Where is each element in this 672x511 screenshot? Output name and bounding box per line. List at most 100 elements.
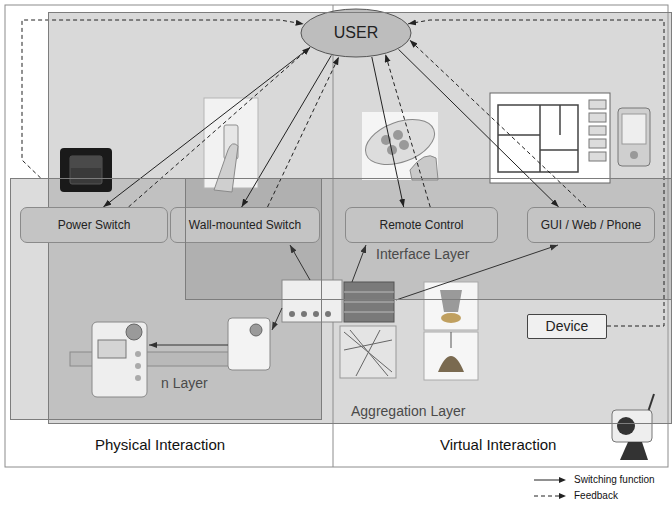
pda-picture xyxy=(618,108,650,166)
art-part xyxy=(149,345,228,346)
switching-wires xyxy=(149,245,558,345)
art-part xyxy=(290,245,310,280)
ellipse-shape xyxy=(301,9,411,57)
floor-plan-gui-picture xyxy=(490,93,610,183)
process-box: Power Switch xyxy=(20,207,168,243)
art-part xyxy=(282,280,342,322)
rocker-switch-picture xyxy=(60,148,112,192)
node-label: GUI / Web / Phone xyxy=(541,218,642,232)
art-part xyxy=(589,126,606,135)
art-part xyxy=(126,324,142,340)
layer-label: Aggregation Layer xyxy=(351,403,465,420)
legend-arrow xyxy=(559,493,566,499)
legend-arrow xyxy=(559,477,566,483)
process-box: Wall-mounted Switch xyxy=(170,207,320,243)
process-box: GUI / Web / Phone xyxy=(527,207,655,243)
art-part xyxy=(589,139,606,148)
art-part xyxy=(135,375,141,381)
art-part xyxy=(620,442,648,460)
layer-region: Interface Layer Remote Control GUI / Web /… xyxy=(185,178,672,300)
remote-control-picture xyxy=(359,111,440,180)
feedback-arrow xyxy=(385,54,430,207)
node-label: Device xyxy=(546,318,589,335)
actuator-box-picture xyxy=(282,280,342,322)
layer-region: n Layer Power Switch Wall-mounted Switch xyxy=(10,178,322,420)
wiring-picture xyxy=(340,326,396,378)
process-box: Remote Control xyxy=(345,207,498,243)
spotlight-picture xyxy=(424,282,478,330)
art-part xyxy=(393,130,403,140)
art-part xyxy=(630,151,638,159)
layer-label: Interface Layer xyxy=(376,246,469,263)
feedback-arrow xyxy=(408,20,664,326)
art-part xyxy=(622,114,646,144)
node-label: USER xyxy=(334,23,378,42)
art-part xyxy=(344,282,394,322)
switching-arrow xyxy=(372,57,404,207)
legend-line xyxy=(534,480,559,481)
sensor-picture xyxy=(228,318,270,370)
art-part xyxy=(410,156,438,180)
art-part xyxy=(399,140,409,150)
art-part xyxy=(135,351,141,357)
art-part xyxy=(441,313,461,323)
legend-sample xyxy=(533,475,569,485)
art-part xyxy=(490,93,610,183)
art-part xyxy=(325,311,331,317)
art-part xyxy=(344,292,394,312)
interaction-label: Physical Interaction xyxy=(95,436,225,453)
room-thermostat-picture xyxy=(92,322,147,397)
legend-text: Switching function xyxy=(574,474,655,486)
art-part xyxy=(250,324,262,336)
user-ellipse: USER xyxy=(300,8,412,58)
node-label: Wall-mounted Switch xyxy=(189,218,301,232)
art-part xyxy=(648,394,654,412)
legend-sample xyxy=(533,491,569,501)
region-fills xyxy=(10,12,672,424)
legend-row: Switching function xyxy=(533,473,655,487)
art-part xyxy=(424,332,478,380)
switching-arrow xyxy=(242,55,332,207)
art-part xyxy=(60,148,112,192)
feedback-arrow xyxy=(268,57,339,207)
blind-picture xyxy=(344,282,394,322)
feedback-arrow xyxy=(22,20,304,178)
art-part xyxy=(589,113,606,122)
switching-arrow xyxy=(103,47,310,207)
art-part xyxy=(617,417,635,435)
legend-text: Feedback xyxy=(574,490,618,502)
art-part xyxy=(424,282,478,330)
art-part xyxy=(214,144,238,192)
art-part xyxy=(70,156,102,168)
art-part xyxy=(618,108,650,166)
art-part xyxy=(289,311,295,317)
art-part xyxy=(135,363,141,369)
art-part xyxy=(313,311,319,317)
art-part xyxy=(589,152,606,161)
art-part xyxy=(228,318,270,370)
interaction-label: Virtual Interaction xyxy=(440,436,556,453)
legend-row: Feedback xyxy=(533,489,618,503)
pendant-lamp-picture xyxy=(424,332,478,380)
art-part xyxy=(70,156,102,184)
art-part xyxy=(340,326,396,378)
feedback-arrow xyxy=(410,40,586,207)
camera-picture xyxy=(612,394,654,460)
art-part xyxy=(440,290,462,312)
layer-label: n Layer xyxy=(161,375,208,392)
feedback-arrow xyxy=(128,47,310,207)
divider-line xyxy=(333,5,334,467)
art-part xyxy=(301,311,307,317)
art-part xyxy=(92,322,147,397)
art-part xyxy=(612,410,652,442)
node-label: Power Switch xyxy=(58,218,131,232)
art-part xyxy=(98,340,126,358)
art-part xyxy=(272,308,282,330)
switching-arrow xyxy=(398,49,558,207)
device-box: Device xyxy=(527,314,607,339)
